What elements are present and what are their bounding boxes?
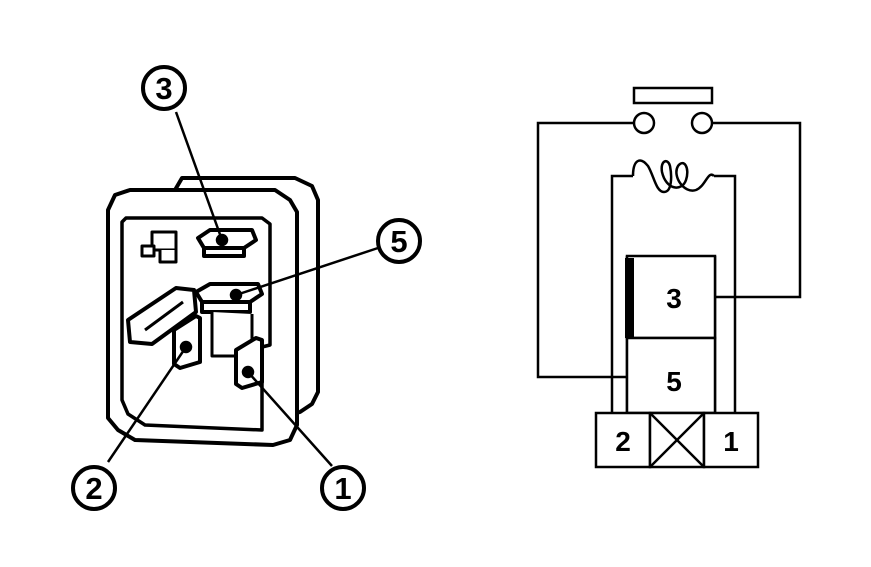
callout-3-label: 3: [155, 71, 172, 106]
block-3-label: 3: [666, 283, 682, 314]
terminal-5-blade: [194, 282, 264, 304]
schematic-labels: 3 5 2 1: [615, 283, 739, 457]
leader-line-5: [235, 246, 379, 297]
relay-latch-block: [150, 230, 178, 252]
terminal-1-label: 1: [723, 426, 739, 457]
wire-right-loop: [712, 121, 802, 299]
contact-right: [690, 111, 714, 135]
cross-line-b: [649, 412, 705, 468]
contact-left: [632, 111, 656, 135]
wire-left-loop: [536, 121, 634, 379]
armature-bar: [625, 258, 634, 338]
callout-1: 1: [320, 465, 366, 511]
relay-latch-step: [158, 250, 178, 264]
callout-1-label: 1: [334, 471, 351, 506]
coil-frame: [610, 174, 633, 413]
terminal-2-label: 2: [615, 426, 631, 457]
relay-schematic: [536, 86, 802, 469]
relay-latch-block-small: [140, 244, 156, 258]
coil-frame-right: [714, 174, 737, 413]
leader-dot-1: [241, 365, 255, 379]
callout-2-label: 2: [85, 471, 102, 506]
terminal-box-2: [594, 411, 652, 469]
terminal-1-blade: [234, 336, 264, 390]
relay-left-rail-groove: [144, 300, 184, 332]
contact-bar: [632, 86, 714, 105]
callout-5: 5: [376, 218, 422, 264]
leader-dot-5: [229, 288, 243, 302]
callout-labels: 3 5 2 1: [71, 65, 422, 511]
terminal-3-blade-edge: [202, 246, 246, 258]
callout-leader-lines: [106, 111, 379, 467]
leader-line-1: [247, 371, 333, 467]
terminal-5-blade-edge: [200, 300, 252, 314]
leader-line-2: [106, 346, 188, 463]
block-5-label: 5: [666, 366, 682, 397]
leader-dot-3: [215, 233, 229, 247]
schematic-block-5: [625, 336, 717, 415]
callout-5-label: 5: [390, 224, 407, 259]
relay-connector-illustration: [106, 176, 320, 447]
coil-winding-icon: [631, 159, 715, 194]
callout-2: 2: [71, 465, 117, 511]
callout-3: 3: [141, 65, 187, 111]
leader-dot-2: [179, 340, 193, 354]
terminal-box-1: [702, 411, 760, 469]
leader-line-3: [174, 111, 224, 241]
